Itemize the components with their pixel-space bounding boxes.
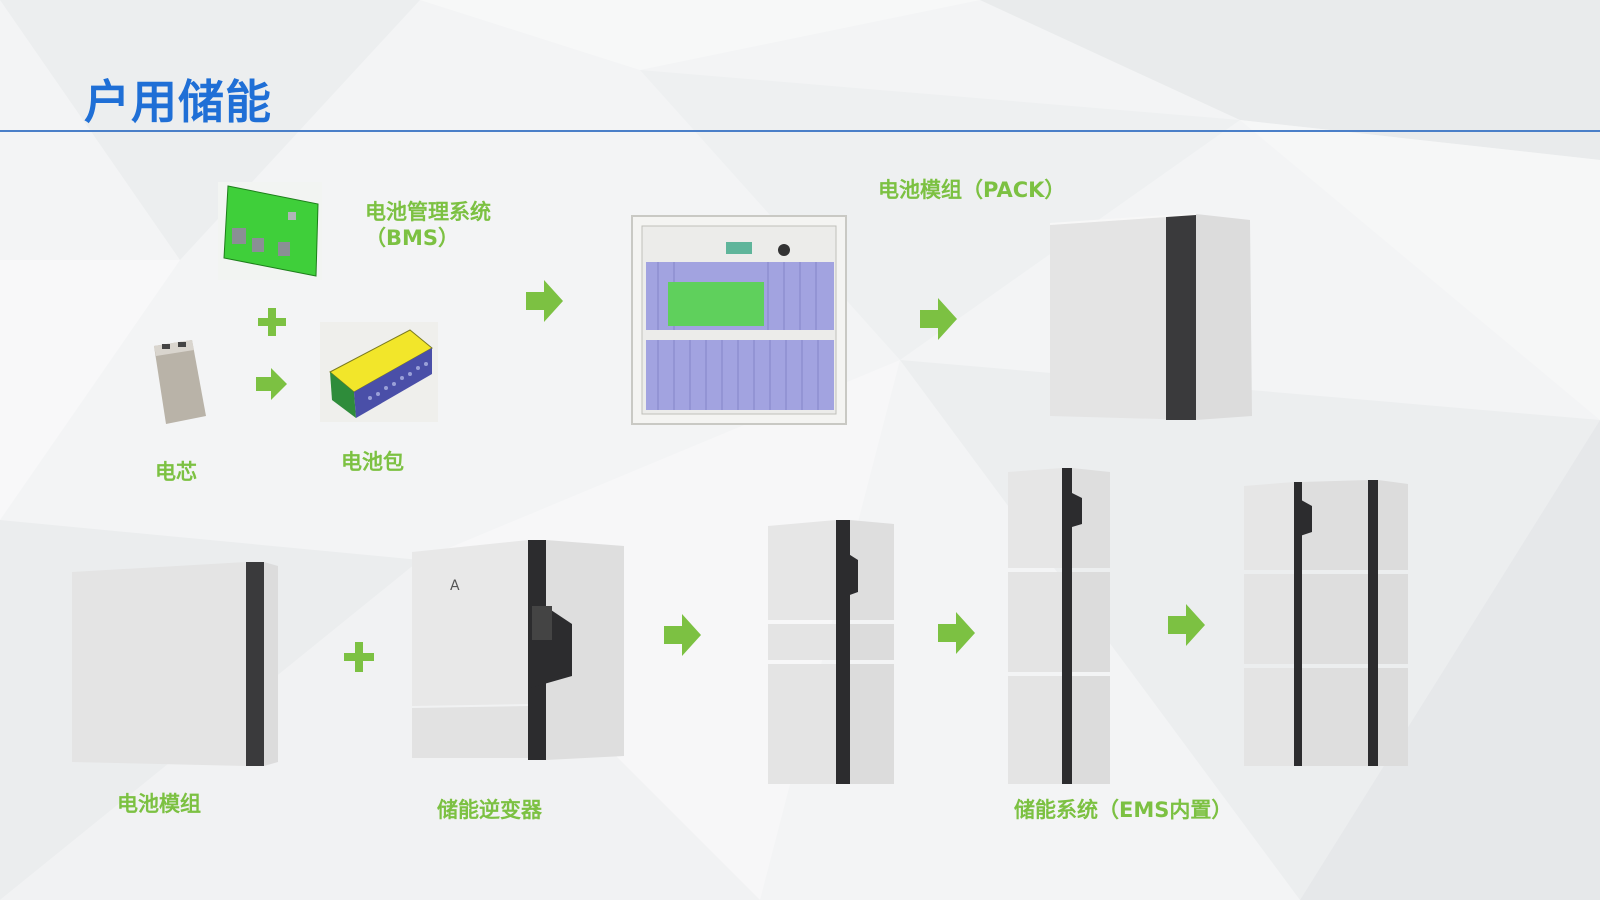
- title-divider: [0, 130, 1600, 132]
- battery-pack-image: [320, 322, 438, 422]
- arrow-right-icon: [526, 280, 563, 322]
- svg-text:A: A: [450, 578, 460, 594]
- storage-system-image-1: [768, 520, 894, 784]
- battery-module-image: [72, 562, 278, 766]
- battery-module-image-top: [1049, 213, 1252, 420]
- system-label: 储能系统（EMS内置）: [1014, 798, 1233, 822]
- module-label: 电池模组: [117, 792, 201, 816]
- bms-label-line1: 电池管理系统: [365, 200, 491, 224]
- page-title: 户用储能: [84, 75, 272, 129]
- storage-system-image-2: [1008, 468, 1110, 784]
- cell-label: 电芯: [155, 460, 197, 484]
- inverter-label: 储能逆变器: [437, 798, 542, 822]
- arrow-right-icon: [1168, 604, 1205, 646]
- arrow-right-icon: [256, 368, 287, 400]
- battery-cell-image: [154, 340, 206, 424]
- storage-system-image-3: [1244, 480, 1408, 766]
- pack-label: 电池包: [341, 450, 404, 474]
- bms-board-image: [218, 182, 322, 280]
- arrow-right-icon: [920, 298, 957, 340]
- plus-icon: [258, 308, 286, 336]
- bms-label-line2: （BMS）: [365, 226, 460, 250]
- arrow-right-icon: [664, 614, 701, 656]
- arrow-right-icon: [938, 612, 975, 654]
- plus-icon: [344, 642, 374, 672]
- module-pack-label: 电池模组（PACK）: [878, 178, 1066, 202]
- inverter-image: A: [412, 540, 624, 760]
- pack-internal-image: [631, 215, 847, 425]
